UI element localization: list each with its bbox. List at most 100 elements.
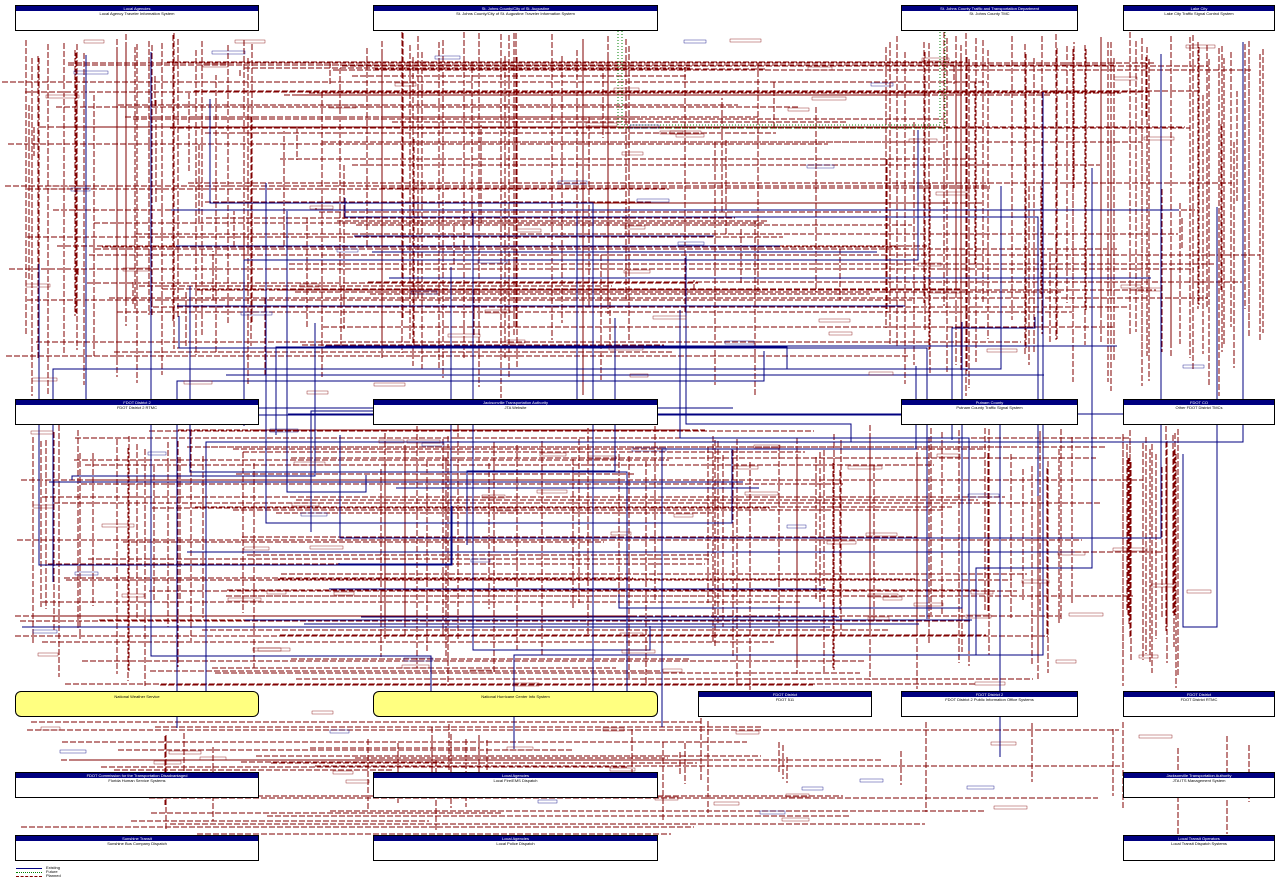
flow-label xyxy=(652,315,687,320)
flow-label xyxy=(1136,287,1163,292)
node-jta-website[interactable]: Jacksonville Transportation Authority JT… xyxy=(373,399,658,425)
legend-swatch-planned xyxy=(16,876,42,877)
flow-label xyxy=(328,104,357,109)
flow-line xyxy=(154,75,687,107)
flow-label xyxy=(329,729,350,734)
flow-label xyxy=(609,767,636,772)
flow-label xyxy=(675,133,705,138)
flow-line xyxy=(472,213,651,651)
node-body: JTA ITS Management System xyxy=(1172,778,1226,783)
node-body: Local Agency Traveler Information System xyxy=(99,11,175,16)
flow-label xyxy=(677,241,705,246)
flow-line xyxy=(132,281,1242,304)
flow-line xyxy=(139,285,612,349)
flow-label xyxy=(729,38,762,43)
flow-line xyxy=(218,48,927,247)
node-body: Other FDOT District TMCs xyxy=(1175,405,1223,410)
flow-line xyxy=(188,92,1121,172)
flow-label xyxy=(25,283,51,288)
flow-label xyxy=(31,377,58,382)
flow-label xyxy=(147,451,167,456)
node-sunshine-bus[interactable]: Sunshine Transit Sunshine Bus Company Di… xyxy=(15,835,259,861)
node-header: FDOT District 2 xyxy=(16,400,258,405)
node-hurricane-center[interactable]: National Hurricane Center Info System xyxy=(373,691,658,717)
flow-label xyxy=(394,82,417,87)
flow-label xyxy=(300,512,328,517)
flow-label xyxy=(867,616,890,621)
flow-label xyxy=(309,545,344,550)
flow-line xyxy=(205,42,1244,706)
flow-line xyxy=(8,143,828,224)
flow-label xyxy=(447,333,481,338)
node-local-transit-dispatch[interactable]: Local Transit Operators Local Transit Di… xyxy=(1123,835,1275,861)
node-fdot-d2-pio[interactable]: FDOT District 2 FDOT District 2 Public I… xyxy=(901,691,1078,717)
flow-label xyxy=(539,452,567,457)
flow-line xyxy=(310,216,578,532)
node-jta-its-management[interactable]: Jacksonville Transportation Authority JT… xyxy=(1123,772,1275,798)
node-local-police[interactable]: Local Agencies Local Police Dispatch xyxy=(373,835,658,861)
node-lake-city-signal[interactable]: Lake City Lake City Traffic Signal Contr… xyxy=(1123,5,1275,31)
flow-line xyxy=(68,62,1155,292)
flow-label xyxy=(121,593,145,598)
node-putnam-signal[interactable]: Putnam County Putnam County Traffic Sign… xyxy=(901,399,1078,425)
node-body: National Weather Service xyxy=(114,694,160,699)
node-other-fdot-tmcs[interactable]: FDOT CO Other FDOT District TMCs xyxy=(1123,399,1275,425)
flow-label xyxy=(629,373,649,378)
node-header: Lake City xyxy=(1124,6,1274,11)
flow-label xyxy=(469,669,492,674)
flow-line xyxy=(206,217,1183,248)
node-body: FDOT District 2 RTMC xyxy=(116,405,158,410)
flow-line xyxy=(265,183,733,524)
flow-line xyxy=(337,220,769,396)
flow-line xyxy=(344,198,1039,496)
node-fdot-district-rtmc[interactable]: FDOT District FDOT District RTMC xyxy=(1123,691,1275,717)
flow-line xyxy=(209,99,594,698)
flow-label xyxy=(724,340,755,345)
flow-line xyxy=(392,121,915,365)
flow-label xyxy=(785,793,810,798)
flow-line xyxy=(951,317,1036,440)
node-national-weather-service[interactable]: National Weather Service xyxy=(15,691,259,717)
node-fdot-511[interactable]: FDOT District FDOT 511 xyxy=(698,691,872,717)
flow-label xyxy=(477,259,508,264)
flow-label xyxy=(306,390,329,395)
flow-line xyxy=(89,254,1260,380)
flow-label xyxy=(1185,44,1216,49)
flow-label xyxy=(1113,76,1138,81)
flow-label xyxy=(624,225,646,230)
flow-label xyxy=(252,647,282,652)
flow-line xyxy=(28,104,738,281)
flow-line xyxy=(282,123,1222,291)
node-fdot-d2-rtmc[interactable]: FDOT District 2 FDOT District 2 RTMC xyxy=(15,399,259,425)
node-body: Local Fire/EMS Dispatch xyxy=(493,778,538,783)
flow-label xyxy=(291,502,320,507)
node-local-fire-ems[interactable]: Local Agencies Local Fire/EMS Dispatch xyxy=(373,772,658,798)
node-local-traveler-info[interactable]: Local Agencies Local Agency Traveler Inf… xyxy=(15,5,259,31)
node-header: Jacksonville Transportation Authority xyxy=(374,400,657,405)
flow-label xyxy=(826,540,857,545)
flow-label xyxy=(811,96,847,101)
flow-label xyxy=(613,87,640,92)
flow-label xyxy=(1150,583,1177,588)
node-stjohns-traveler-info[interactable]: St. Johns County/City of St. Augustine S… xyxy=(373,5,658,31)
legend-swatch-existing xyxy=(16,868,42,869)
flow-line xyxy=(36,252,1051,343)
legend-label: Planned xyxy=(46,873,61,878)
flow-label xyxy=(516,228,542,233)
node-florida-human-service[interactable]: FDOT Commission for the Transportation D… xyxy=(15,772,259,798)
flow-label xyxy=(332,770,354,775)
flow-label xyxy=(587,455,617,460)
flow-label xyxy=(506,746,534,751)
node-header: FDOT District xyxy=(1124,692,1274,697)
flow-label xyxy=(183,380,213,385)
flow-line xyxy=(685,256,852,442)
flow-label xyxy=(266,590,287,595)
node-stjohns-tmc[interactable]: St. Johns County Traffic and Transportat… xyxy=(901,5,1078,31)
flow-label xyxy=(257,647,291,652)
flow-line xyxy=(189,286,628,717)
flow-line xyxy=(679,310,970,651)
flow-line xyxy=(188,182,1232,374)
flow-label xyxy=(378,439,405,444)
flow-line xyxy=(176,351,765,728)
flow-label xyxy=(536,489,568,494)
